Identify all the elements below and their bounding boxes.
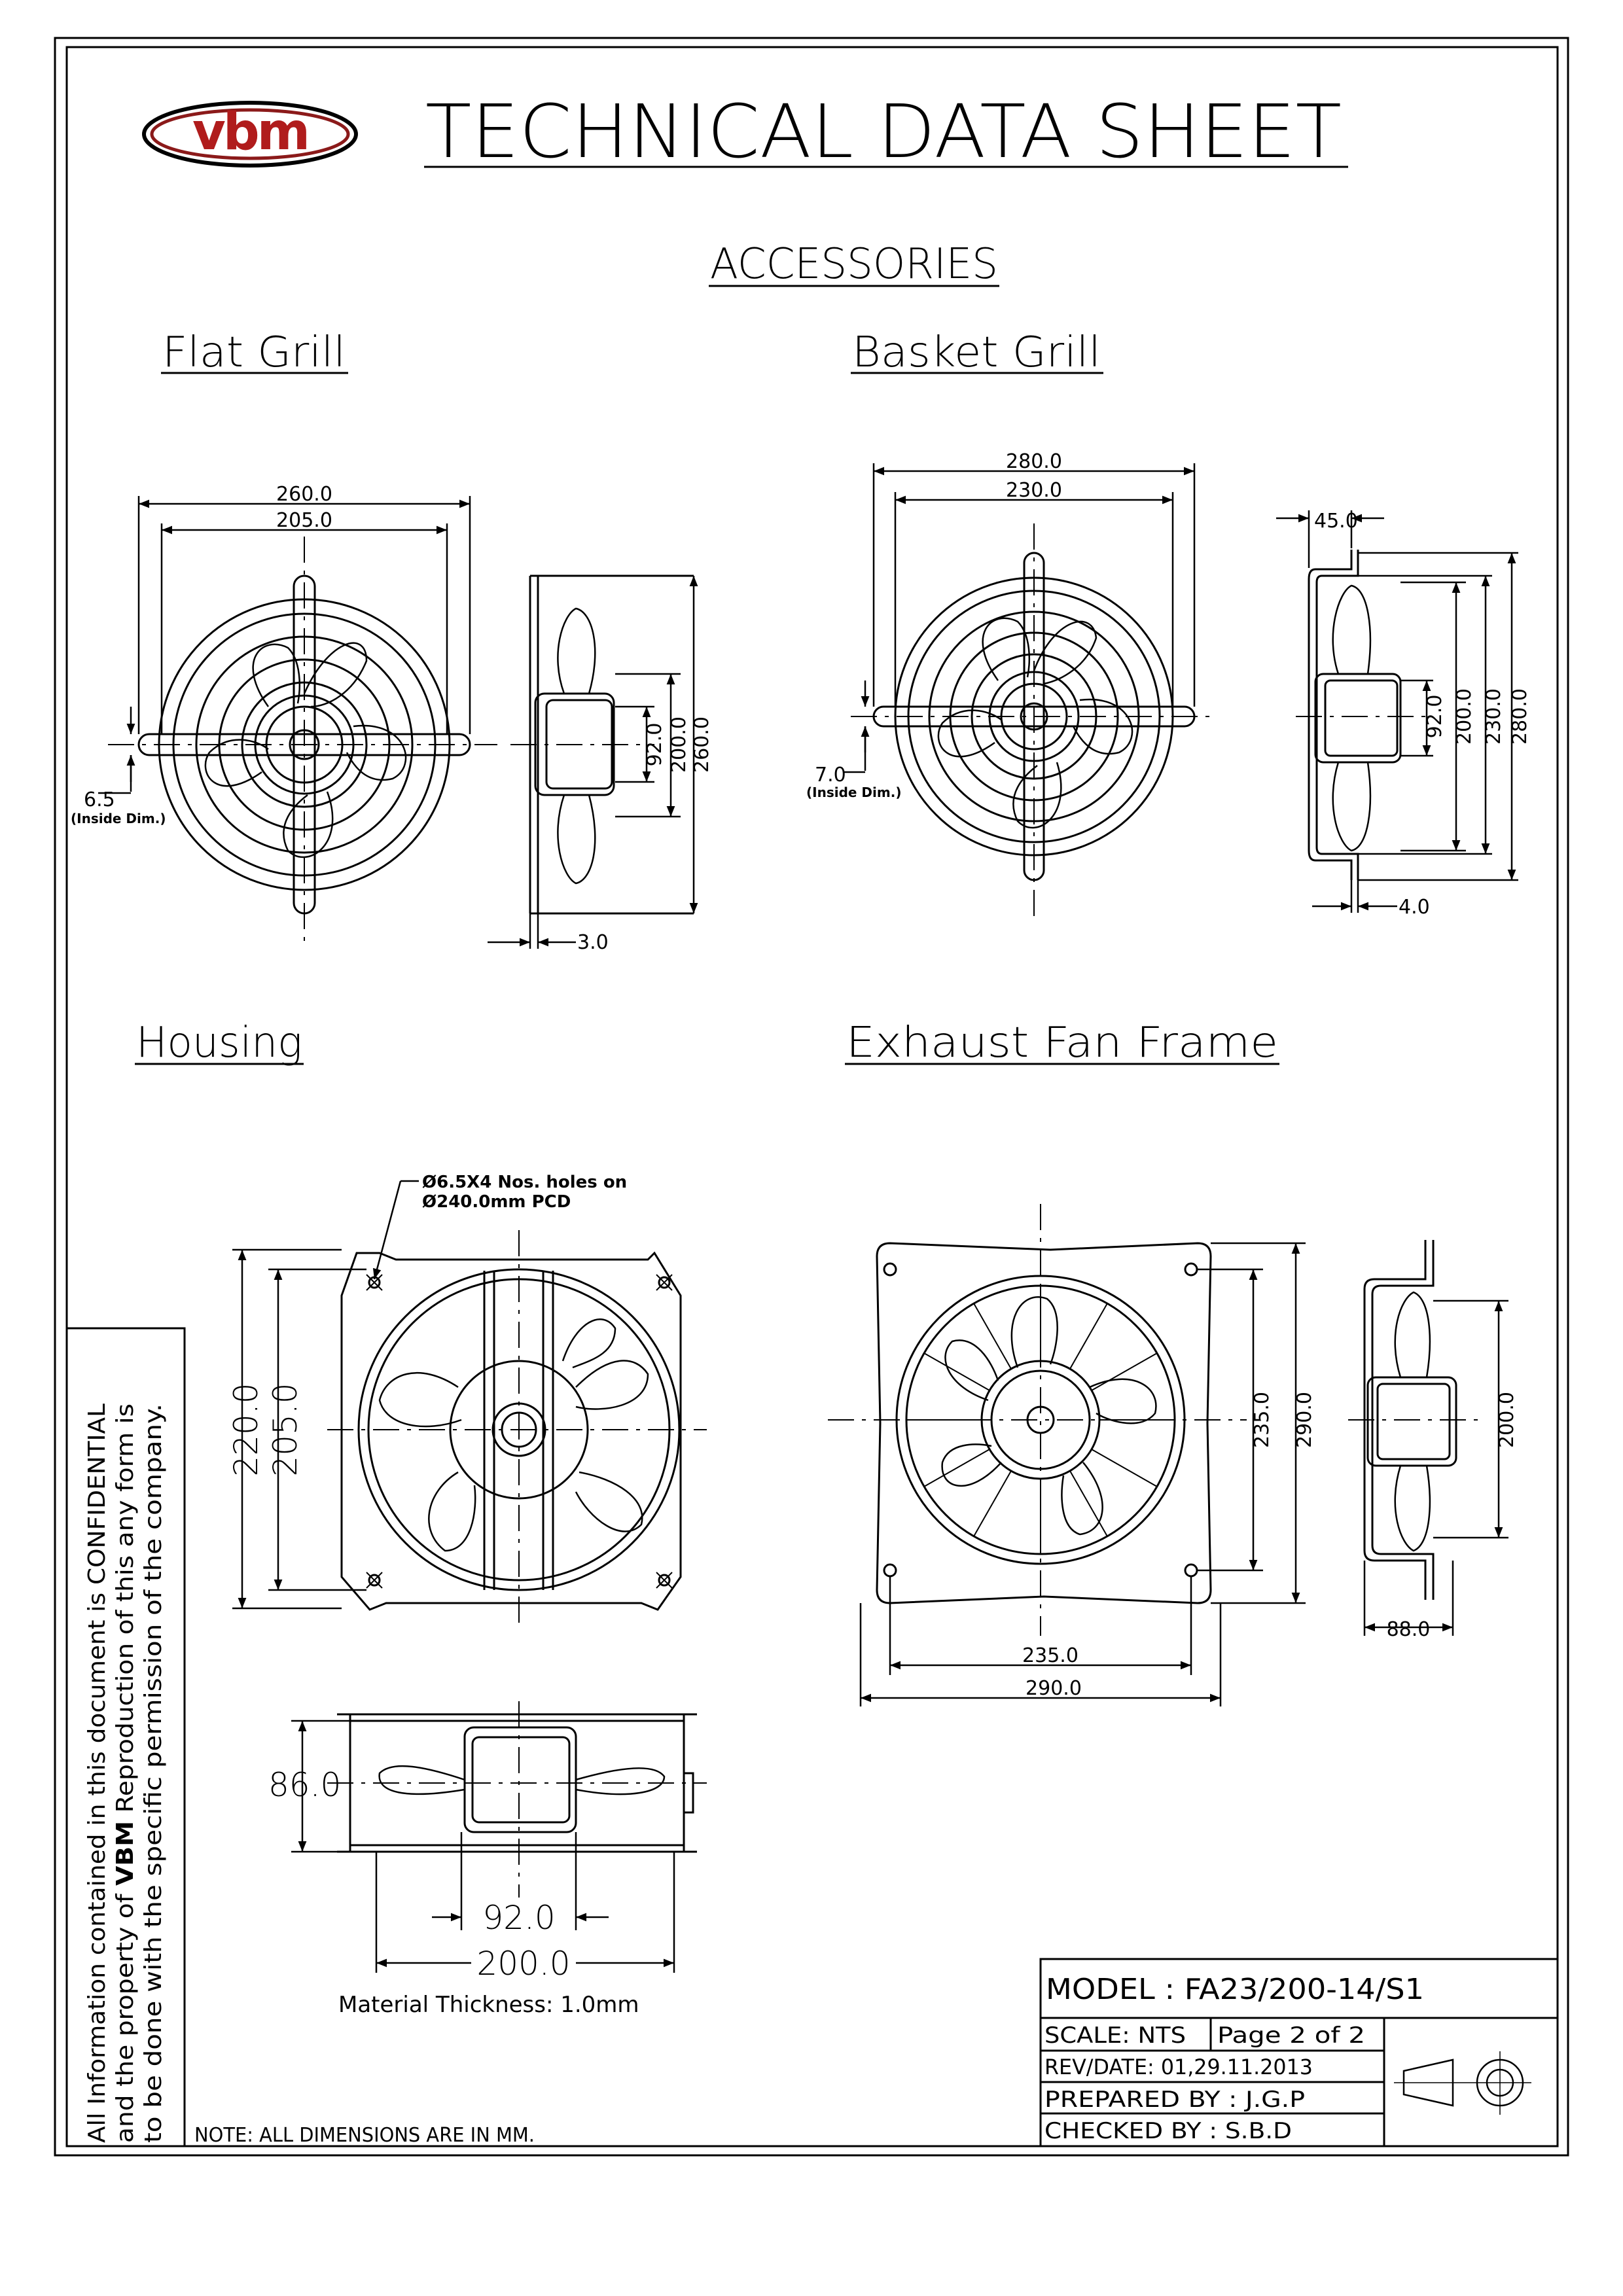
housing-dim-92: 92.0 — [482, 1899, 555, 1937]
basket-grill-dimensions — [844, 463, 1196, 773]
housing-dim-86: 86.0 — [268, 1766, 341, 1804]
housing-side-view — [327, 1701, 707, 1898]
exhaust-frame-heading: Exhaust Fan Frame — [846, 1019, 1278, 1067]
housing-heading: Housing — [136, 1019, 302, 1067]
basket-grill-dim-280: 280.0 — [1006, 450, 1062, 473]
prepared-by-label: PREPARED BY : J.G.P — [1044, 2087, 1305, 2113]
basket-grill-dim-92-side: 92.0 — [1423, 695, 1446, 739]
exhaust-frame-dim-235-h: 235.0 — [1022, 1644, 1079, 1667]
housing-hole-note-2: Ø240.0mm PCD — [422, 1192, 571, 1212]
flat-grill-dim-260: 260.0 — [276, 483, 332, 506]
flat-grill-side-view — [510, 574, 694, 915]
housing-dim-220: 220.0 — [227, 1383, 265, 1476]
projection-symbol-icon — [1394, 2051, 1531, 2115]
exhaust-frame-dim-88: 88.0 — [1387, 1618, 1431, 1641]
flat-grill-dim-200-side: 200.0 — [668, 716, 690, 773]
exhaust-frame-front-view — [828, 1204, 1247, 1636]
housing-front-dimensions — [232, 1180, 419, 1610]
flat-grill-front-view — [108, 537, 497, 942]
housing-hole-note-1: Ø6.5X4 Nos. holes on — [422, 1173, 627, 1192]
rev-date-label: REV/DATE: 01,29.11.2013 — [1044, 2055, 1313, 2079]
confidential-side-box: All Information contained in this docume… — [67, 1327, 186, 2146]
basket-grill-dim-7: 7.0 — [815, 764, 846, 786]
logo-text: vbm — [192, 103, 308, 162]
basket-grill-side-dimensions — [1276, 510, 1518, 913]
flat-grill-dim-6-5: 6.5 — [84, 788, 115, 811]
flat-grill-dim-205: 205.0 — [276, 509, 332, 532]
exhaust-frame-dim-200-side: 200.0 — [1495, 1392, 1518, 1448]
basket-grill-dim-230-side: 230.0 — [1482, 688, 1505, 745]
basket-grill-front-view — [851, 523, 1217, 916]
basket-grill-inside-dim-note: (Inside Dim.) — [806, 785, 901, 800]
flat-grill-dim-92-side: 92.0 — [643, 723, 666, 767]
basket-grill-dim-200-side: 200.0 — [1453, 688, 1476, 745]
basket-grill-dim-4: 4.0 — [1399, 896, 1430, 919]
housing-dim-205: 205.0 — [266, 1383, 304, 1476]
basket-grill-dim-280-side: 280.0 — [1508, 688, 1531, 745]
page-title: TECHNICAL DATA SHEET — [425, 90, 1342, 175]
dimensions-note: NOTE: ALL DIMENSIONS ARE IN MM. — [194, 2124, 535, 2147]
outer-border — [54, 37, 1569, 2157]
flat-grill-inside-dim-note: (Inside Dim.) — [71, 811, 166, 826]
exhaust-frame-dim-290-v: 290.0 — [1293, 1392, 1316, 1448]
exhaust-frame-dim-235-v: 235.0 — [1251, 1392, 1274, 1448]
exhaust-frame-dim-290-h: 290.0 — [1026, 1677, 1082, 1700]
basket-grill-side-view — [1296, 550, 1427, 880]
housing-side-dimensions — [291, 1720, 675, 1973]
model-label: MODEL : FA23/200-14/S1 — [1046, 1973, 1424, 2006]
housing-dim-200: 200.0 — [476, 1945, 570, 1983]
section-title-accessories: ACCESSORIES — [710, 240, 998, 289]
basket-grill-dim-45: 45.0 — [1314, 510, 1358, 533]
flat-grill-heading: Flat Grill — [162, 328, 346, 377]
basket-grill-dim-230: 230.0 — [1006, 479, 1062, 502]
exhaust-frame-front-dimensions — [859, 1242, 1306, 1706]
exhaust-frame-side-dimensions — [1363, 1299, 1508, 1636]
confidential-line-1: All Information contained in this docume… — [84, 1404, 111, 2143]
flat-grill-dim-260-side: 260.0 — [690, 716, 713, 773]
exhaust-frame-side-view — [1348, 1240, 1479, 1600]
checked-by-label: CHECKED BY : S.B.D — [1044, 2118, 1292, 2144]
vbm-logo: vbm — [142, 101, 358, 168]
housing-front-view — [327, 1230, 707, 1629]
basket-grill-heading: Basket Grill — [852, 328, 1101, 377]
title-block — [1039, 1958, 1559, 2147]
scale-label: SCALE: NTS — [1044, 2022, 1186, 2049]
flat-grill-side-dimensions — [488, 576, 698, 949]
housing-material-note: Material Thickness: 1.0mm — [338, 1992, 639, 2018]
confidential-line-3: to be done with the specific permission … — [140, 1404, 167, 2143]
confidential-line-2: and the property of VBM Reproduction of … — [112, 1404, 139, 2143]
flat-grill-dimensions — [98, 496, 471, 794]
flat-grill-dim-3: 3.0 — [577, 931, 609, 954]
page-label: Page 2 of 2 — [1217, 2022, 1365, 2049]
inner-border — [65, 46, 1559, 2147]
